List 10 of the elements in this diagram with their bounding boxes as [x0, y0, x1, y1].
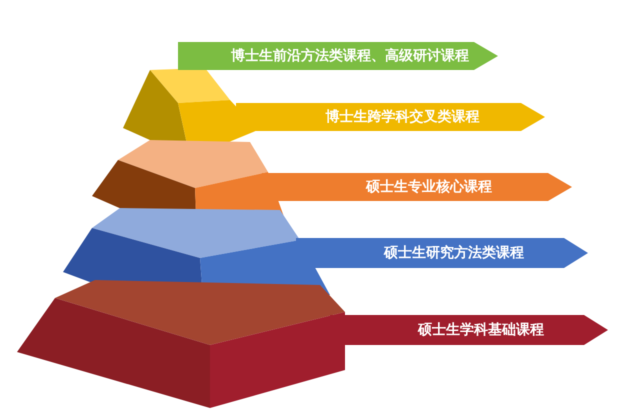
arrow-banner	[178, 42, 498, 70]
banner-label: 博士生跨学科交叉类课程	[324, 108, 480, 126]
banner-label: 硕士生学科基础课程	[416, 321, 544, 340]
banner-label: 博士生前沿方法类课程、高级研讨课程	[230, 46, 469, 66]
banner-label: 硕士生专业核心课程	[364, 178, 492, 196]
arrow-banner	[330, 315, 608, 345]
banner-label: 硕士生研究方法类课程	[382, 244, 524, 262]
arrow-banner	[262, 173, 572, 201]
arrow-banner	[236, 103, 545, 131]
arrow-banner	[296, 238, 588, 268]
